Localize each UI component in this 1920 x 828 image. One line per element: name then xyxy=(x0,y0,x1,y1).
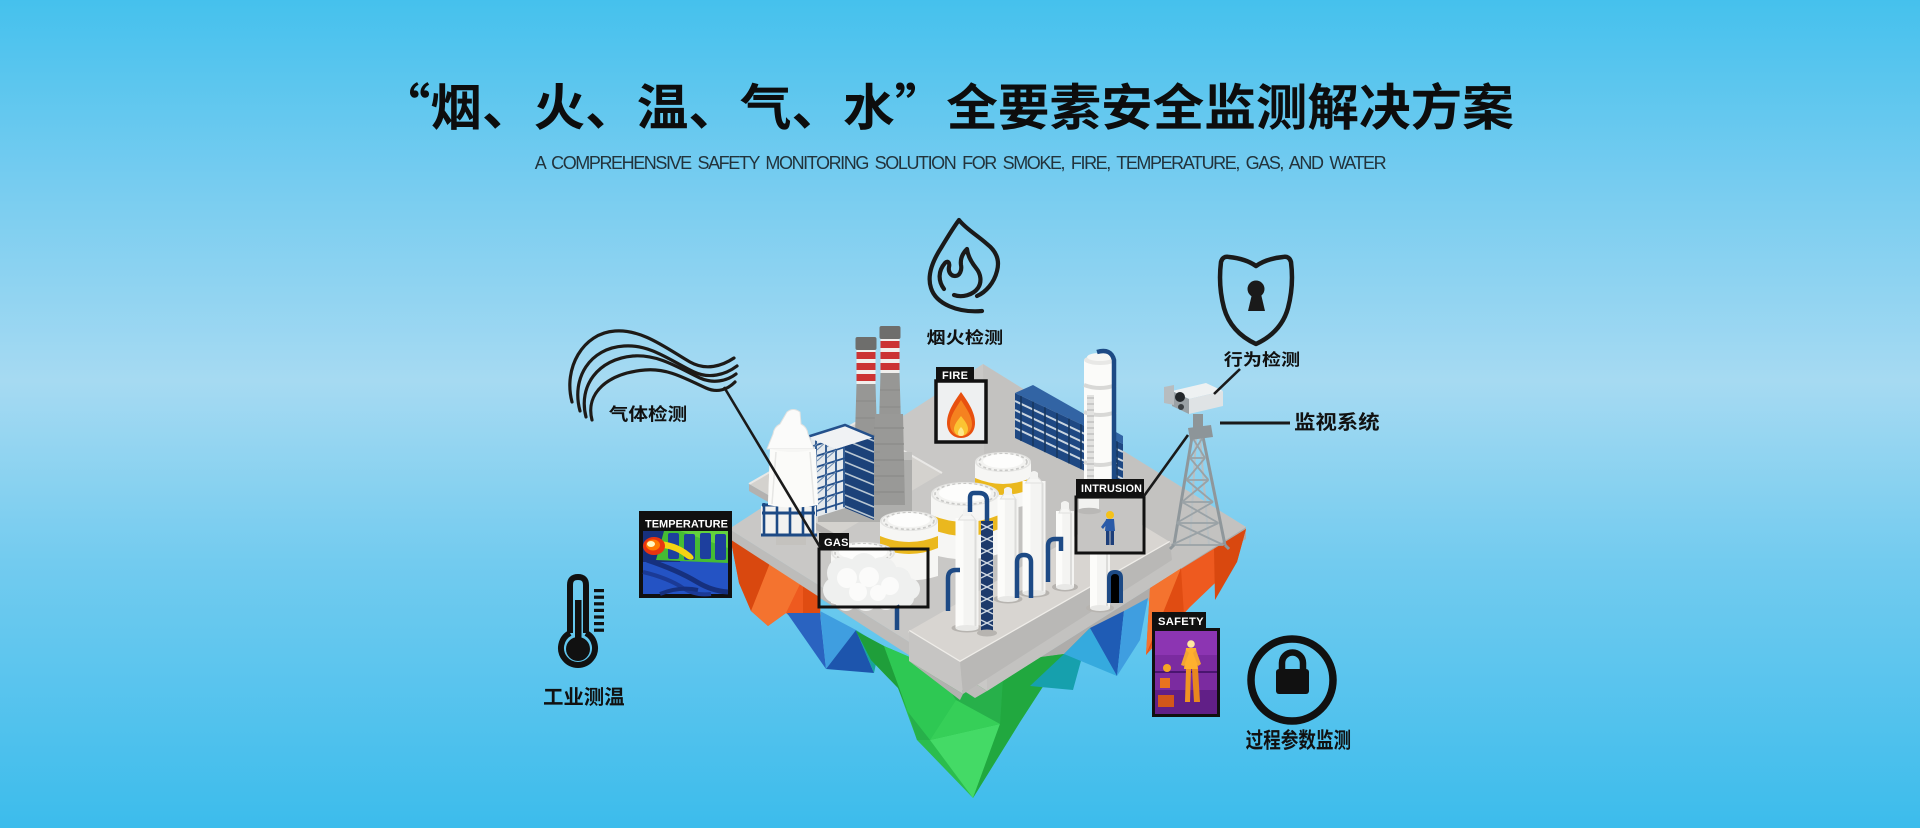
svg-text:GAS: GAS xyxy=(824,537,849,549)
svg-text:FIRE: FIRE xyxy=(942,370,968,382)
svg-text:INTRUSION: INTRUSION xyxy=(1081,483,1142,495)
svg-text:SAFETY: SAFETY xyxy=(1158,616,1204,628)
svg-text:TEMPERATURE: TEMPERATURE xyxy=(645,519,728,531)
